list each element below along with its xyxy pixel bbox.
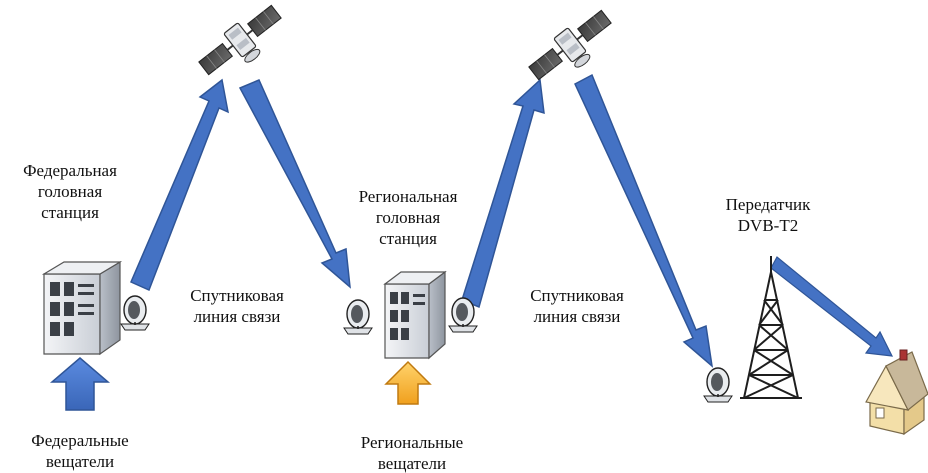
- satellite-icon: [193, 0, 293, 89]
- server-icon: [41, 260, 123, 356]
- regional-broadcasters-line-1: Региональные: [360, 433, 464, 452]
- transmitter-line-2: DVB-T2: [737, 216, 799, 235]
- transmitter-line-1: Передатчик: [725, 195, 811, 214]
- regional-head-station-line-3: станция: [379, 229, 437, 248]
- uplink-arrow-federal: [130, 78, 230, 292]
- satellite-link-label-1: Спутниковая линия связи: [168, 285, 306, 327]
- federal-head-station-line-2: головная: [37, 182, 103, 201]
- regional-broadcasters-label: Региональные вещатели: [338, 432, 486, 473]
- satellite-dish-icon: [343, 299, 373, 335]
- uplink-arrow-regional: [461, 78, 545, 309]
- house-icon: [865, 349, 928, 436]
- federal-broadcasters-line-2: вещатели: [45, 452, 115, 471]
- satellite-dish-icon: [703, 367, 733, 403]
- federal-head-station-line-1: Федеральная: [23, 161, 117, 180]
- federal-head-station-line-3: станция: [41, 203, 99, 222]
- satellite-link-label-2: Спутниковая линия связи: [508, 285, 646, 327]
- transmitter-tower-icon: [740, 256, 802, 399]
- transmitter-label: Передатчик DVB-T2: [706, 194, 830, 236]
- satellite-link-2-line-1: Спутниковая: [530, 286, 624, 305]
- satellite-link-2-line-2: линия связи: [533, 307, 621, 326]
- regional-head-station-label: Региональная головная станция: [338, 186, 478, 249]
- terrestrial-broadcast-arrow: [770, 256, 894, 357]
- federal-head-station-label: Федеральная головная станция: [8, 160, 132, 223]
- regional-broadcasters-arrow: [384, 360, 432, 405]
- regional-broadcasters-line-2: вещатели: [377, 454, 447, 473]
- satellite-dish-icon: [120, 295, 150, 331]
- server-icon: [383, 270, 447, 360]
- regional-head-station-line-2: головная: [375, 208, 441, 227]
- regional-head-station-line-1: Региональная: [358, 187, 458, 206]
- downlink-arrow-transmitter: [574, 73, 714, 368]
- satellite-link-1-line-2: линия связи: [193, 307, 281, 326]
- downlink-arrow-regional: [238, 79, 351, 289]
- federal-broadcasters-line-1: Федеральные: [31, 431, 129, 450]
- satellite-link-1-line-1: Спутниковая: [190, 286, 284, 305]
- federal-broadcasters-arrow: [49, 357, 111, 411]
- federal-broadcasters-label: Федеральные вещатели: [6, 430, 154, 472]
- satellite-icon: [523, 3, 623, 94]
